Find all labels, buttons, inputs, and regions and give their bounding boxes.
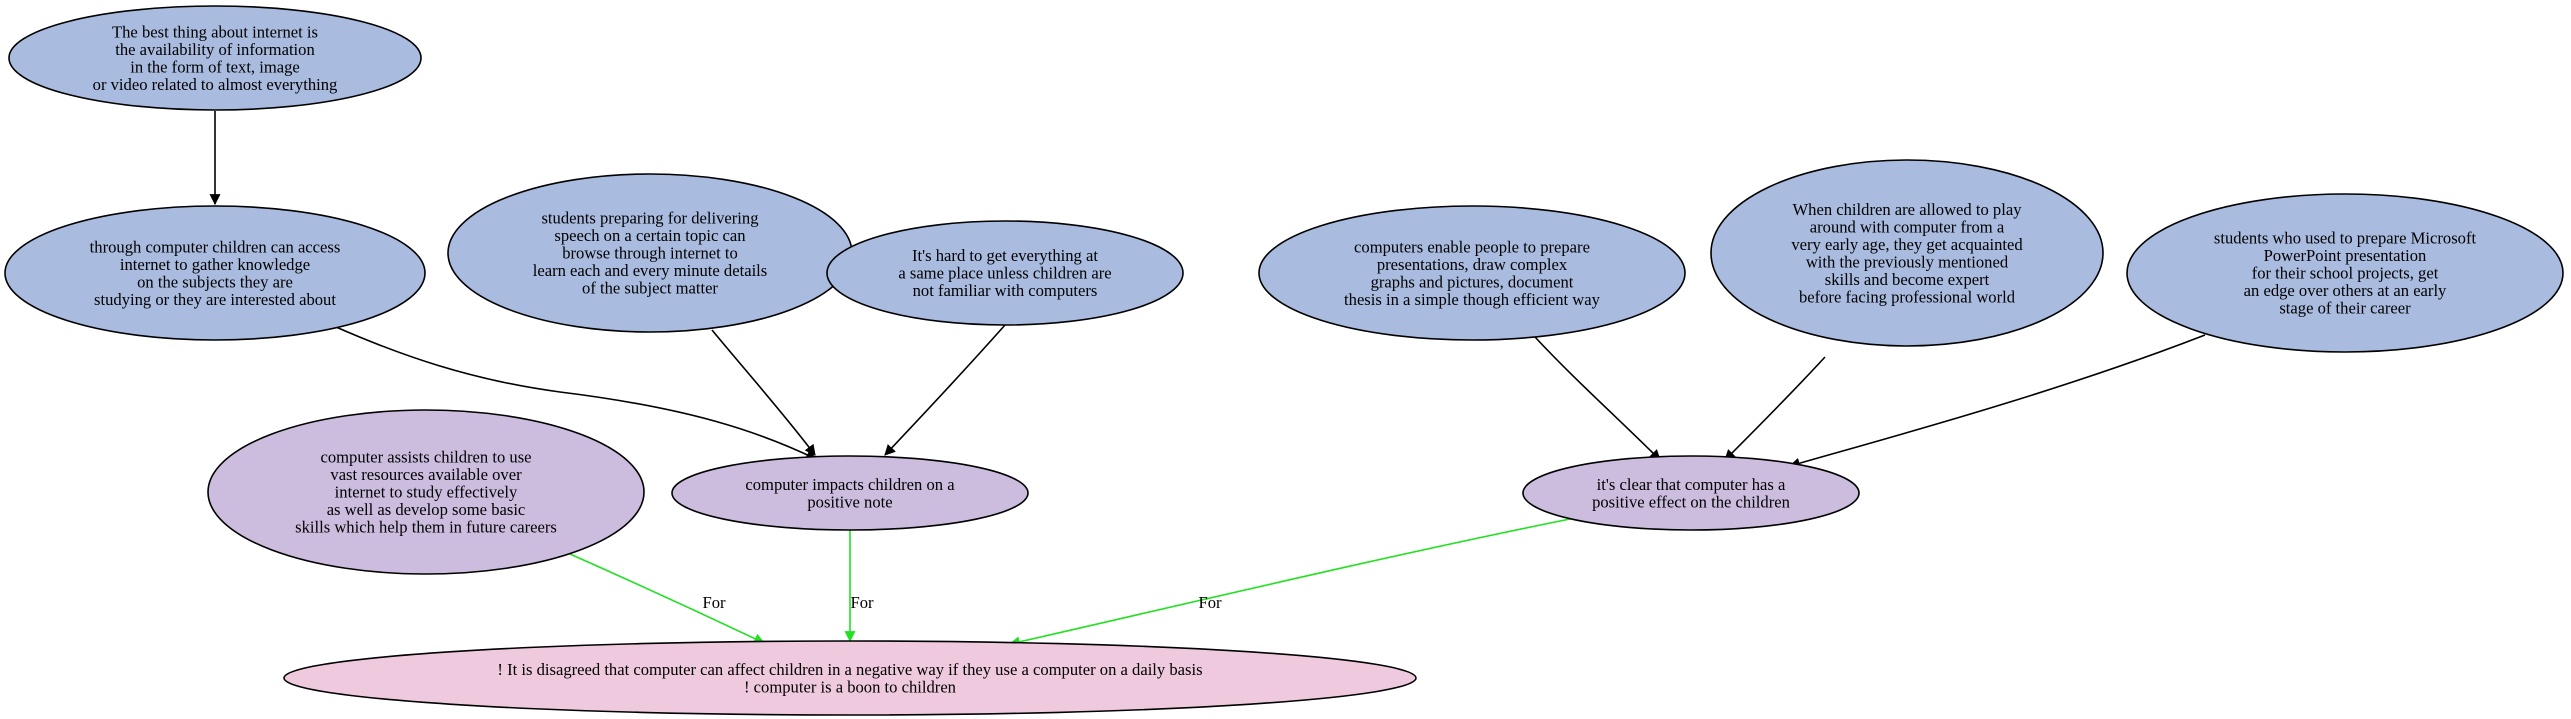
node-text-line: as well as develop some basic xyxy=(327,500,526,519)
node-text-line: vast resources available over xyxy=(330,465,522,484)
edge-n4-n9 xyxy=(884,324,1006,456)
edge-n9-n11: For xyxy=(844,529,874,643)
node-text-line: before facing professional world xyxy=(1799,287,2016,306)
edges-layer: For For For xyxy=(209,111,2206,648)
node-text-line: an edge over others at an early xyxy=(2244,281,2447,300)
node-n3-premise: students preparing for deliveringspeech … xyxy=(447,173,853,333)
node-text-line: in the form of text, image xyxy=(130,57,300,76)
node-text-line: It's hard to get everything at xyxy=(912,246,1098,265)
node-ellipse xyxy=(1710,159,2104,347)
edge-n5-n10 xyxy=(1534,336,1661,461)
node-text-line: The best thing about internet is xyxy=(112,22,318,41)
node-n5-premise: computers enable people to preparepresen… xyxy=(1258,205,1686,341)
edge-line xyxy=(1724,356,1826,461)
node-text-line: skills which help them in future careers xyxy=(295,518,557,537)
node-text-line: not familiar with computers xyxy=(913,281,1098,300)
node-text-line: it's clear that computer has a xyxy=(1597,475,1786,494)
node-text-line: through computer children can access xyxy=(90,237,341,256)
node-text-line: a same place unless children are xyxy=(898,264,1111,283)
node-text-line: presentations, draw complex xyxy=(1377,255,1568,274)
node-n7-premise: students who used to prepare MicrosoftPo… xyxy=(2126,193,2564,353)
node-text-line: ! computer is a boon to children xyxy=(744,677,957,696)
node-text-line: the availability of information xyxy=(115,40,315,59)
node-text-line: ! It is disagreed that computer can affe… xyxy=(497,660,1202,679)
node-text-line: stage of their career xyxy=(2279,299,2411,318)
edge-n2-n9 xyxy=(335,326,817,460)
edge-label: For xyxy=(1198,593,1222,612)
node-text-line: with the previously mentioned xyxy=(1806,252,2009,271)
edge-line xyxy=(1534,336,1661,461)
node-text-line: students preparing for delivering xyxy=(541,209,758,228)
edge-line xyxy=(711,329,816,456)
node-text-line: speech on a certain topic can xyxy=(554,226,746,245)
edge-n6-n10 xyxy=(1724,356,1826,461)
edge-line xyxy=(884,324,1006,456)
node-text-line: thesis in a simple though efficient way xyxy=(1344,290,1601,309)
node-text-line: around with computer from a xyxy=(1810,217,2005,236)
node-text-line: or video related to almost everything xyxy=(93,75,338,94)
edge-n10-n11: For xyxy=(1008,518,1571,648)
node-text-line: computers enable people to prepare xyxy=(1354,237,1590,256)
node-text-line: computer assists children to use xyxy=(320,448,531,467)
node-ellipse xyxy=(283,640,1417,716)
node-ellipse xyxy=(4,205,426,341)
node-text-line: internet to study effectively xyxy=(335,483,518,502)
node-text-line: browse through internet to xyxy=(562,244,738,263)
node-ellipse xyxy=(1522,455,1860,531)
edge-label: For xyxy=(702,593,726,612)
node-text-line: studying or they are interested about xyxy=(94,290,336,309)
edge-line xyxy=(335,326,817,460)
node-text-line: of the subject matter xyxy=(582,279,718,298)
node-text-line: computer impacts children on a xyxy=(745,475,955,494)
edge-n7-n10 xyxy=(1788,334,2206,469)
node-text-line: graphs and pictures, document xyxy=(1371,272,1574,291)
node-text-line: internet to gather knowledge xyxy=(120,255,310,274)
edge-line xyxy=(1008,518,1571,648)
node-ellipse xyxy=(671,455,1029,531)
node-n6-premise: When children are allowed to playaround … xyxy=(1710,159,2104,347)
node-n2-premise: through computer children can accessinte… xyxy=(4,205,426,341)
node-text-line: positive effect on the children xyxy=(1592,492,1791,511)
node-text-line: learn each and every minute details xyxy=(533,261,768,280)
node-ellipse xyxy=(826,220,1184,326)
edge-n8-n11: For xyxy=(569,553,765,644)
node-ellipse xyxy=(8,5,422,111)
edge-n3-n9 xyxy=(711,329,816,456)
node-text-line: students who used to prepare Microsoft xyxy=(2214,229,2477,248)
node-text-line: When children are allowed to play xyxy=(1793,200,2023,219)
node-text-line: very early age, they get acquainted xyxy=(1791,235,2023,254)
edge-line xyxy=(569,553,765,644)
node-text-line: PowerPoint presentation xyxy=(2264,246,2427,265)
edge-label: For xyxy=(850,593,874,612)
node-text-line: positive note xyxy=(807,492,892,511)
node-text-line: for their school projects, get xyxy=(2252,264,2439,283)
node-n11-conclusion: ! It is disagreed that computer can affe… xyxy=(283,640,1417,716)
node-text-line: on the subjects they are xyxy=(137,272,293,291)
node-text-line: skills and become expert xyxy=(1825,270,1990,289)
node-ellipse xyxy=(207,409,645,575)
node-ellipse xyxy=(1258,205,1686,341)
edge-line xyxy=(1788,334,2206,469)
node-ellipse xyxy=(2126,193,2564,353)
node-n4-premise: It's hard to get everything ata same pla… xyxy=(826,220,1184,326)
